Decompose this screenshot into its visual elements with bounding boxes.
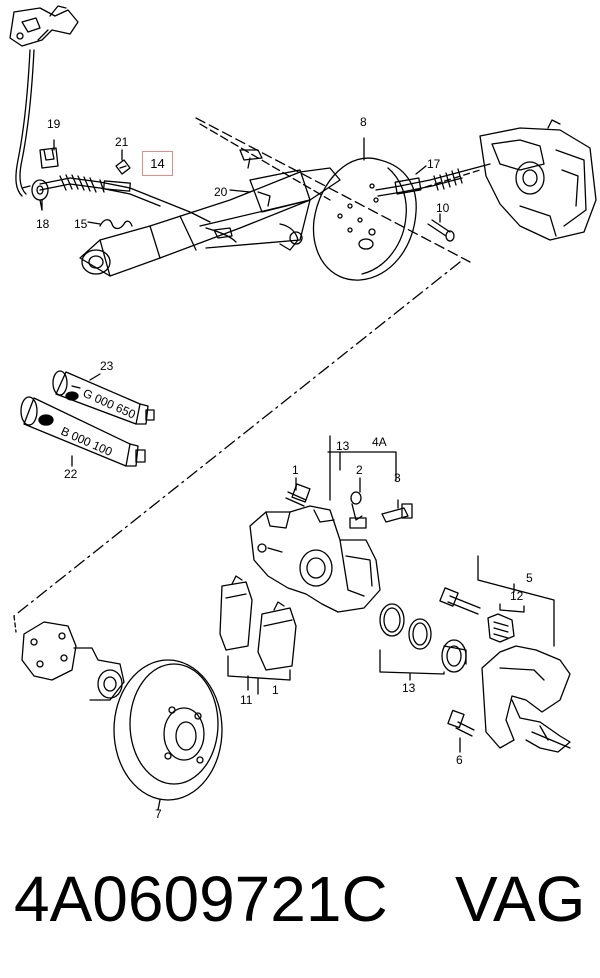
brake-cable-14 — [39, 174, 211, 223]
callout-14: 14 — [150, 156, 165, 171]
backing-plate-8 — [312, 157, 417, 281]
brand-name: VAG — [455, 863, 586, 935]
part-number: 4A0609721C — [14, 863, 388, 935]
callout-8: 8 — [360, 115, 367, 129]
callout-3: 3 — [394, 471, 401, 485]
callout-13-seals: 13 — [402, 681, 416, 695]
callout-10: 10 — [436, 201, 450, 215]
seal-kit-13 — [379, 603, 467, 675]
callout-13-top: 13 — [336, 439, 350, 453]
cable-bracket-top — [9, 5, 79, 47]
callout-7: 7 — [155, 807, 162, 821]
rear-axle-assembly — [79, 117, 471, 277]
brake-pad-1 — [257, 601, 297, 671]
bolt-10 — [427, 219, 455, 242]
callout-23: 23 — [100, 359, 114, 373]
handbrake-cable-left — [15, 49, 31, 197]
brake-disc-7 — [113, 659, 223, 811]
callout-6: 6 — [456, 753, 463, 767]
caliper-carrier-5 — [481, 645, 571, 753]
callout-5: 5 — [526, 571, 533, 585]
grease-tube-23 — [52, 370, 155, 425]
guide-pin-3 — [381, 503, 413, 523]
callout-17: 17 — [427, 157, 441, 171]
wheel-hub — [21, 621, 125, 701]
callout-11: 11 — [240, 693, 253, 707]
clip-21 — [115, 159, 131, 175]
callout-1-bolt: 1 — [292, 463, 299, 477]
spring-15 — [99, 219, 133, 230]
bleeder-2 — [349, 491, 367, 529]
callout-18: 18 — [36, 217, 50, 231]
callout-21: 21 — [115, 135, 129, 149]
caliper-body — [249, 505, 381, 613]
grommet-18 — [21, 179, 49, 211]
callout-1-pad: 1 — [272, 683, 279, 697]
guide-bolt-12 — [439, 587, 515, 643]
clip-19 — [39, 147, 59, 169]
bolt-1-top — [285, 483, 311, 507]
dashed-leader-diagonal — [13, 261, 461, 617]
brake-pad-11 — [219, 575, 253, 651]
callout-2: 2 — [356, 463, 363, 477]
callout-12: 12 — [510, 589, 524, 603]
rear-caliper-top — [479, 119, 597, 241]
callout-22: 22 — [64, 467, 78, 481]
callout-4a: 4A — [372, 435, 387, 449]
grease-tube-22 — [20, 391, 146, 467]
callout-20: 20 — [214, 185, 228, 199]
callout-15: 15 — [74, 217, 88, 231]
callout-19: 19 — [47, 117, 61, 131]
bolt-6 — [447, 709, 475, 737]
